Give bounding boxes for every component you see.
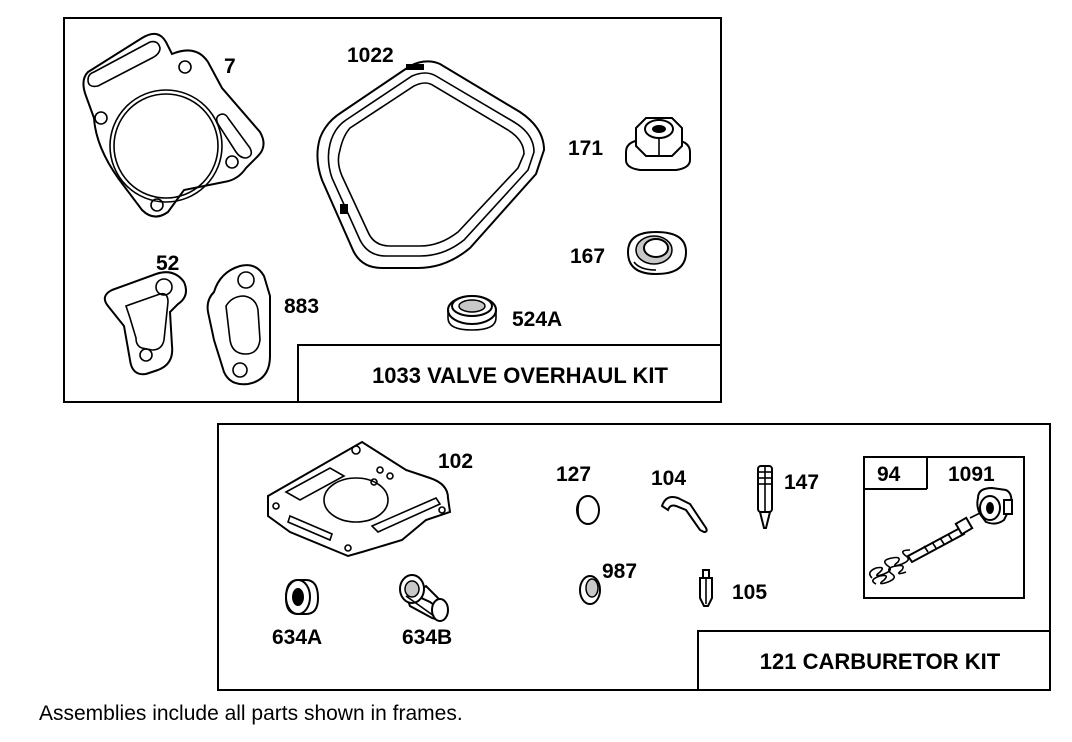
part-label-105: 105 bbox=[732, 581, 767, 604]
part-label-987: 987 bbox=[602, 560, 637, 583]
limiter-cap-part bbox=[976, 486, 1013, 525]
spring-part bbox=[868, 549, 911, 585]
part-label-52: 52 bbox=[156, 252, 179, 275]
head-gasket-part bbox=[82, 32, 265, 218]
part-label-634B: 634B bbox=[402, 626, 452, 649]
part-label-102: 102 bbox=[438, 450, 473, 473]
sub-assembly-label-1091: 1091 bbox=[948, 463, 995, 486]
mixture-screw-assembly-frame: 94 1091 bbox=[863, 456, 1025, 599]
carburetor-kit-title: 121 CARBURETOR KIT bbox=[760, 649, 1001, 674]
part-label-524A: 524A bbox=[512, 308, 562, 331]
carburetor-gasket-part bbox=[267, 440, 452, 558]
valve-overhaul-kit-frame: 1033 VALVE OVERHAUL KIT bbox=[63, 17, 722, 403]
small-washer-part bbox=[579, 575, 601, 605]
intake-gasket-part bbox=[206, 264, 271, 386]
inlet-needle-part bbox=[699, 569, 713, 607]
part-label-883: 883 bbox=[284, 295, 319, 318]
exhaust-gasket-part bbox=[103, 271, 187, 376]
flange-nut-part bbox=[625, 117, 691, 171]
rocker-cover-gasket-part bbox=[316, 60, 546, 269]
part-label-1022: 1022 bbox=[347, 44, 394, 67]
part-label-171: 171 bbox=[568, 137, 603, 160]
carburetor-kit-frame: 121 CARBURETOR KIT bbox=[217, 423, 1051, 691]
part-label-167: 167 bbox=[570, 245, 605, 268]
part-label-147: 147 bbox=[784, 471, 819, 494]
part-label-104: 104 bbox=[651, 467, 686, 490]
valve-seal-part bbox=[626, 230, 688, 276]
part-label-634A: 634A bbox=[272, 626, 322, 649]
part-label-7: 7 bbox=[224, 55, 236, 78]
plug-disc-part bbox=[576, 495, 600, 525]
bushing-part bbox=[284, 579, 320, 615]
clip-pin-part bbox=[660, 496, 708, 534]
footnote: Assemblies include all parts shown in fr… bbox=[39, 702, 463, 725]
flanged-bushing-part bbox=[399, 574, 449, 622]
sub-assembly-label-94: 94 bbox=[877, 463, 901, 486]
valve-overhaul-kit-title: 1033 VALVE OVERHAUL KIT bbox=[372, 363, 668, 388]
seal-ring-part bbox=[447, 295, 497, 331]
mixture-screw-part bbox=[906, 511, 983, 564]
part-label-127: 127 bbox=[556, 463, 591, 486]
needle-part bbox=[757, 465, 773, 529]
